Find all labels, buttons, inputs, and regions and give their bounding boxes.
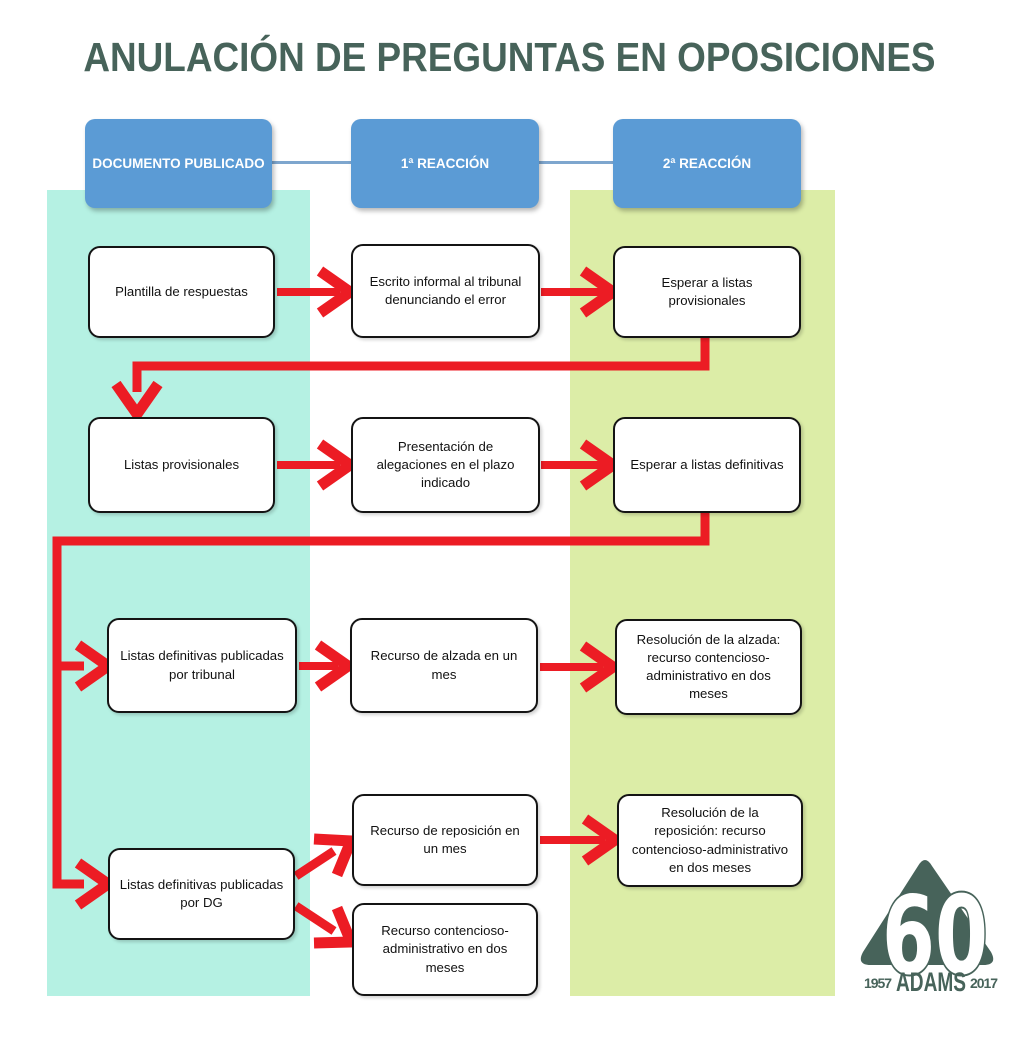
column-header-label: DOCUMENTO PUBLICADO [92,156,265,171]
flow-box-label: Presentación de alegaciones en el plazo … [376,438,515,491]
adams-60-logo: 60 1957 ADAMS 2017 [860,860,998,995]
flow-box-resolucion-reposicion: Resolución de la reposición: recurso con… [617,794,803,887]
flow-box-label: Listas provisionales [123,456,240,472]
header-connector-line-1 [272,161,351,164]
flow-box-recurso-alzada: Recurso de alzada en un mes [350,618,538,713]
flow-box-label: Resolución de la reposición: recurso con… [631,805,789,875]
flow-box-label: Plantilla de respuestas [115,283,248,299]
flow-box-listas-provisionales: Listas provisionales [88,417,275,513]
flow-box-esperar-definitivas: Esperar a listas definitivas [613,417,801,513]
flow-box-label: Listas definitivas publicadas por DG [119,876,284,910]
logo-year-end: 2017 [970,975,998,991]
flow-box-label: Escrito informal al tribunal denunciando… [369,273,522,307]
logo-year-start: 1957 [864,975,892,991]
flow-box-label: Recurso de reposición en un mes [370,822,520,856]
logo-brand: ADAMS [896,967,966,995]
column-header-label: 2ª REACCIÓN [662,156,752,171]
flow-box-escrito-informal: Escrito informal al tribunal denunciando… [351,244,540,338]
flow-box-label: Listas definitivas publicadas por tribun… [120,648,284,682]
page-title: ANULACIÓN DE PREGUNTAS EN OPOSICIONES [0,34,1018,81]
flow-box-recurso-reposicion: Recurso de reposición en un mes [352,794,538,886]
logo-anniversary-number: 60 [882,874,988,995]
flow-box-label: Recurso de alzada en un mes [370,648,518,682]
flow-box-resolucion-alzada: Resolución de la alzada: recurso contenc… [615,619,802,715]
flow-box-label: Esperar a listas provisionales [661,274,753,308]
flow-box-presentacion-alegaciones: Presentación de alegaciones en el plazo … [351,417,540,513]
header-connector-line-2 [539,161,613,164]
flow-box-definitivas-tribunal: Listas definitivas publicadas por tribun… [107,618,297,713]
column-header-documento-publicado: DOCUMENTO PUBLICADO [85,119,272,208]
column-header-primera-reaccion: 1ª REACCIÓN [351,119,539,208]
column-header-segunda-reaccion: 2ª REACCIÓN [613,119,801,208]
flow-box-definitivas-dg: Listas definitivas publicadas por DG [108,848,295,940]
flow-box-esperar-provisionales: Esperar a listas provisionales [613,246,801,338]
flow-box-plantilla-respuestas: Plantilla de respuestas [88,246,275,338]
flow-box-label: Esperar a listas definitivas [630,456,784,472]
page-title-text: ANULACIÓN DE PREGUNTAS EN OPOSICIONES [82,34,936,80]
column-header-label: 1ª REACCIÓN [400,156,490,171]
flow-box-recurso-contencioso: Recurso contencioso- administrativo en d… [352,903,538,996]
logo-triangle [860,860,994,965]
flow-box-label: Resolución de la alzada: recurso contenc… [636,631,781,702]
flow-box-label: Recurso contencioso- administrativo en d… [381,923,509,975]
